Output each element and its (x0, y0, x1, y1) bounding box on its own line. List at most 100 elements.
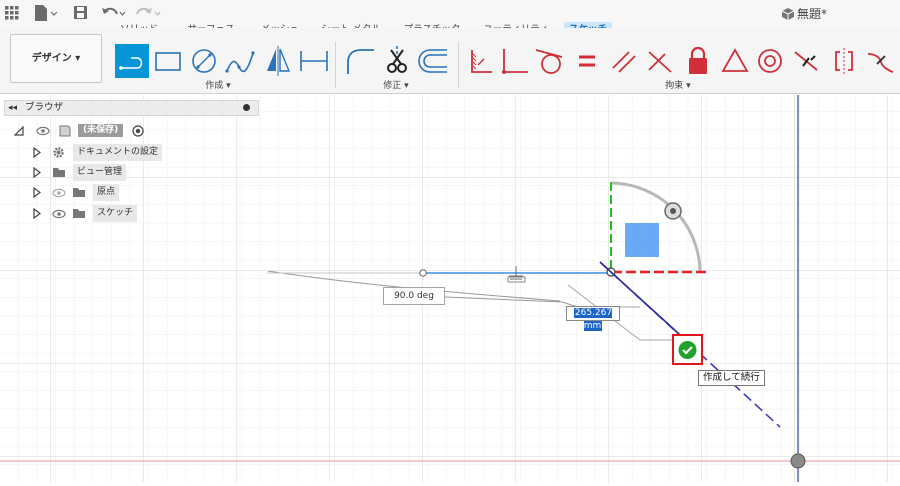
viewport-graphics (0, 95, 900, 482)
eye-icon[interactable] (36, 126, 50, 136)
circle-tool[interactable] (187, 44, 221, 78)
browser-panel-header[interactable]: ◂◂ ブラウザ (4, 100, 259, 116)
origin-point-icon (790, 453, 806, 469)
lock-icon (689, 46, 707, 74)
curvature-tool[interactable] (863, 44, 897, 78)
root-component-label: (未保存) (78, 124, 124, 137)
midpoint-icon (794, 51, 818, 71)
tree-expanded-icon[interactable] (14, 126, 24, 136)
mirror-tool[interactable] (261, 44, 295, 78)
folder-icon (73, 188, 85, 197)
tree-collapsed-icon[interactable] (32, 167, 42, 178)
fix-constraint-tool[interactable] (464, 44, 498, 78)
rectangle-icon (155, 52, 181, 71)
browser-item-label: スケッチ (93, 205, 138, 222)
line-endpoint (419, 269, 427, 277)
lock-tool[interactable] (681, 44, 715, 78)
curvature-icon (867, 53, 894, 73)
gear-icon (53, 147, 64, 158)
circle-icon (192, 49, 216, 73)
browser-item-label: ビュー管理 (73, 164, 127, 181)
concentric-tool[interactable] (753, 44, 787, 78)
redo-button[interactable] (134, 3, 162, 23)
concentric-icon (758, 49, 782, 73)
rectangle-tool[interactable] (151, 44, 185, 78)
tangent-tool[interactable] (532, 44, 566, 78)
fillet-icon (347, 49, 374, 74)
eye-icon[interactable] (52, 209, 66, 219)
fillet-tool[interactable] (343, 44, 377, 78)
browser-item[interactable]: ドキュメントの設定 (30, 144, 163, 161)
coincident-icon (502, 49, 528, 74)
perpendicular-icon (648, 51, 672, 73)
triangle-constraint-tool[interactable] (718, 44, 752, 78)
save-icon (74, 6, 87, 19)
offset-icon (418, 49, 447, 73)
document-title: 無題* (797, 7, 828, 21)
triangle-icon (721, 48, 749, 72)
equal-tool[interactable] (570, 44, 604, 78)
tab-bar (168, 0, 900, 28)
angle-dimension-input[interactable]: 90.0 deg (383, 287, 445, 305)
parallel-icon (612, 51, 636, 73)
active-line (599, 261, 691, 345)
workspace-button[interactable]: デザイン ▾ (10, 34, 102, 83)
browser-item[interactable]: 原点 (30, 184, 130, 201)
midpoint-tool[interactable] (789, 44, 823, 78)
create-group-label[interactable]: 作成 ▾ (205, 81, 231, 91)
symmetry-icon (835, 48, 853, 74)
constraints-group-label[interactable]: 拘束 ▾ (665, 81, 691, 91)
activate-radio-icon[interactable] (132, 125, 144, 137)
modify-group-label[interactable]: 修正 ▾ (383, 81, 409, 91)
folder-icon (73, 209, 85, 218)
grid-icon[interactable] (4, 0, 20, 24)
browser-item-label: ドキュメントの設定 (73, 144, 163, 161)
arc-preview (267, 270, 561, 302)
save-button[interactable] (72, 3, 90, 23)
tree-collapsed-icon[interactable] (32, 187, 42, 198)
browser-item[interactable]: スケッチ (30, 205, 140, 222)
trim-tool[interactable] (380, 44, 414, 78)
confirm-button[interactable] (672, 334, 703, 365)
component-icon (59, 125, 71, 137)
spline-tool[interactable] (223, 44, 257, 78)
line-tool-icon (115, 44, 149, 78)
folder-icon (53, 168, 65, 177)
view-cube-face (625, 223, 659, 257)
perpendicular-tool[interactable] (643, 44, 677, 78)
equal-icon (579, 55, 595, 67)
cube-icon (781, 6, 797, 22)
offset-tool[interactable] (416, 44, 450, 78)
confirm-tooltip: 作成して続行 (698, 370, 765, 386)
length-dimension-input[interactable]: 265.267 mm (566, 306, 620, 331)
checkmark-icon (678, 341, 697, 359)
chevron-down-icon: ▾ (75, 53, 81, 64)
toolbar-separator (335, 42, 336, 88)
spline-icon (225, 51, 255, 73)
coincident-tool[interactable] (498, 44, 532, 78)
mirror-icon (267, 46, 291, 76)
horizontal-constraint-icon (509, 266, 523, 280)
symmetry-tool[interactable] (827, 44, 861, 78)
workspace-label: デザイン (31, 53, 72, 64)
redo-icon (136, 7, 161, 16)
eye-hidden-icon[interactable] (52, 188, 66, 198)
tree-collapsed-icon[interactable] (32, 147, 42, 158)
parallel-tool[interactable] (607, 44, 641, 78)
scissors-icon (387, 46, 407, 73)
browser-item-label: 原点 (93, 184, 120, 201)
minimize-icon[interactable] (243, 104, 250, 111)
file-menu-button[interactable] (32, 3, 60, 23)
dimension-tool[interactable] (297, 44, 331, 78)
line-tool[interactable] (115, 44, 149, 78)
dimension-icon (300, 51, 328, 71)
browser-item[interactable]: ビュー管理 (30, 164, 130, 181)
tangent-icon (535, 49, 563, 74)
fix-icon (471, 50, 492, 73)
undo-button[interactable] (99, 3, 127, 23)
collapse-left-icon[interactable]: ◂◂ (8, 103, 18, 113)
file-icon (35, 5, 58, 21)
undo-icon (102, 7, 126, 16)
toolbar-separator (458, 42, 459, 88)
tree-collapsed-icon[interactable] (32, 208, 42, 219)
